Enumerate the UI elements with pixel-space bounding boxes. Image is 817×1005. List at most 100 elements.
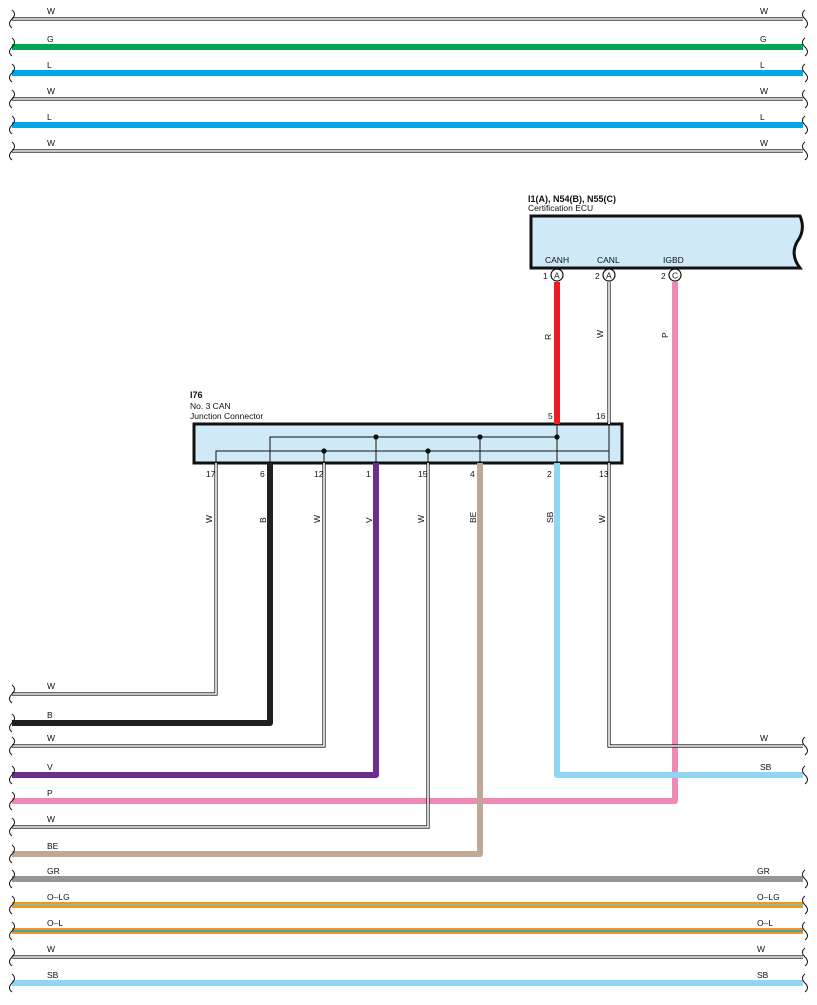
- ecu-pin-number: 1: [543, 271, 548, 281]
- top-wire-label-right: G: [760, 34, 767, 44]
- harness-break-left: [9, 684, 15, 704]
- harness-break-right: [802, 947, 808, 967]
- junction-top-pin: 16: [596, 411, 606, 421]
- ecu-terminal-letter: C: [672, 271, 678, 281]
- left-wire-label: W: [47, 733, 55, 743]
- bottom-wire-label-left: SB: [47, 970, 59, 980]
- junction-title: I76: [190, 390, 203, 400]
- bottom-wire-label-left: O–LG: [47, 892, 70, 902]
- harness-break-right: [802, 765, 808, 785]
- harness-break-right: [802, 115, 808, 135]
- left-wire-label: P: [47, 788, 53, 798]
- wire-junction-right-w-outline: [607, 463, 803, 748]
- ecu-terminal-letter: A: [554, 271, 560, 281]
- certification-ecu: I1(A), N54(B), N55(C) Certification ECU …: [528, 194, 804, 282]
- wire-junction-left-0: [12, 463, 217, 695]
- junction-bottom-pin: 15: [418, 469, 428, 479]
- bottom-wire-label-right: O–L: [757, 918, 773, 928]
- top-wire-label-right: W: [760, 6, 768, 16]
- right-wire-label: W: [760, 733, 768, 743]
- junction-bottom-pin: 17: [206, 469, 216, 479]
- left-wire-label: W: [47, 681, 55, 691]
- splice-dot: [477, 434, 483, 440]
- junction-bottom-pin: 6: [260, 469, 265, 479]
- left-wire-label: W: [47, 814, 55, 824]
- harness-break-left: [9, 736, 15, 756]
- bottom-wire-label-left: GR: [47, 866, 60, 876]
- top-wire-label-left: L: [47, 60, 52, 70]
- left-wire-label: BE: [47, 841, 59, 851]
- wire-junction-left-2: [12, 463, 325, 747]
- harness-break-left: [9, 844, 15, 864]
- top-wire-label-right: W: [760, 86, 768, 96]
- harness-break-right: [802, 921, 808, 941]
- wire-junction-right-sb: [554, 463, 803, 778]
- bottom-wire-label-right: GR: [757, 866, 770, 876]
- harness-break-right: [802, 9, 808, 29]
- harness-break-left: [9, 947, 15, 967]
- ecu-title: I1(A), N54(B), N55(C): [528, 194, 616, 204]
- harness-break-left: [9, 817, 15, 837]
- harness-break-right: [802, 895, 808, 915]
- harness-break-left: [9, 713, 15, 733]
- bus-high: [269, 424, 558, 463]
- bus-low: [215, 424, 610, 463]
- ecu-wire-label: R: [543, 334, 553, 340]
- ecu-wire-label: P: [660, 332, 670, 338]
- junction-bottom-pin: 4: [470, 469, 475, 479]
- bottom-wire-label-left: W: [47, 944, 55, 954]
- harness-break-right: [802, 89, 808, 109]
- junction-top-pin: 5: [548, 411, 553, 421]
- top-wire-label-left: W: [47, 86, 55, 96]
- junction-subtitle-1: No. 3 CAN: [190, 401, 231, 411]
- junction-body: [192, 422, 624, 465]
- harness-break-left: [9, 63, 15, 83]
- junction-subtitle-2: Junction Connector: [190, 411, 263, 421]
- harness-break-left: [9, 37, 15, 57]
- top-wire-label-left: G: [47, 34, 54, 44]
- right-wire-label: SB: [760, 762, 772, 772]
- harness-break-left: [9, 973, 15, 993]
- harness-break-left: [9, 9, 15, 29]
- splice-dot: [425, 448, 431, 454]
- harness-break-right: [802, 869, 808, 889]
- left-wire-label: V: [47, 762, 53, 772]
- harness-break-left: [9, 115, 15, 135]
- bottom-wire-label-right: SB: [757, 970, 769, 980]
- bottom-harness: GR GR O–LG O–LG O–L O–L W W SB SB: [9, 866, 808, 993]
- harness-break-left: [9, 869, 15, 889]
- harness-break-right: [802, 63, 808, 83]
- ecu-wire-label: W: [595, 330, 605, 338]
- junction-wire-label: SB: [545, 511, 555, 523]
- junction-wire-label: BE: [468, 511, 478, 523]
- junction-wire-label: W: [416, 515, 426, 523]
- ecu-terminal-name: CANL: [597, 255, 620, 265]
- bottom-wire-label-left: O–L: [47, 918, 63, 928]
- junction-bottom-pin: 2: [547, 469, 552, 479]
- harness-break-right: [802, 736, 808, 756]
- wire-junction-right-w: [608, 463, 803, 747]
- junction-wire-label: B: [258, 517, 268, 523]
- junction-wire-label: W: [312, 515, 322, 523]
- junction-connector: I76 No. 3 CAN Junction Connector: [190, 390, 624, 465]
- harness-break-left: [9, 921, 15, 941]
- splice-dot: [554, 434, 560, 440]
- junction-wire-label: W: [597, 515, 607, 523]
- top-wire-label-right: L: [760, 60, 765, 70]
- ecu-terminal-name: IGBD: [663, 255, 684, 265]
- wire-runs: [12, 282, 803, 857]
- wire-junction-left-5: [12, 463, 483, 857]
- junction-bottom-pin: 12: [314, 469, 324, 479]
- wire-junction-left-3: [12, 463, 379, 778]
- bottom-wire-label-right: O–LG: [757, 892, 780, 902]
- harness-break-right: [802, 141, 808, 161]
- bottom-wire-label-right: W: [757, 944, 765, 954]
- splice-dot: [373, 434, 379, 440]
- top-wire-label-left: L: [47, 112, 52, 122]
- top-wire-label-right: W: [760, 138, 768, 148]
- junction-bottom-pin: 13: [599, 469, 609, 479]
- wire-junction-left-4: [12, 463, 429, 828]
